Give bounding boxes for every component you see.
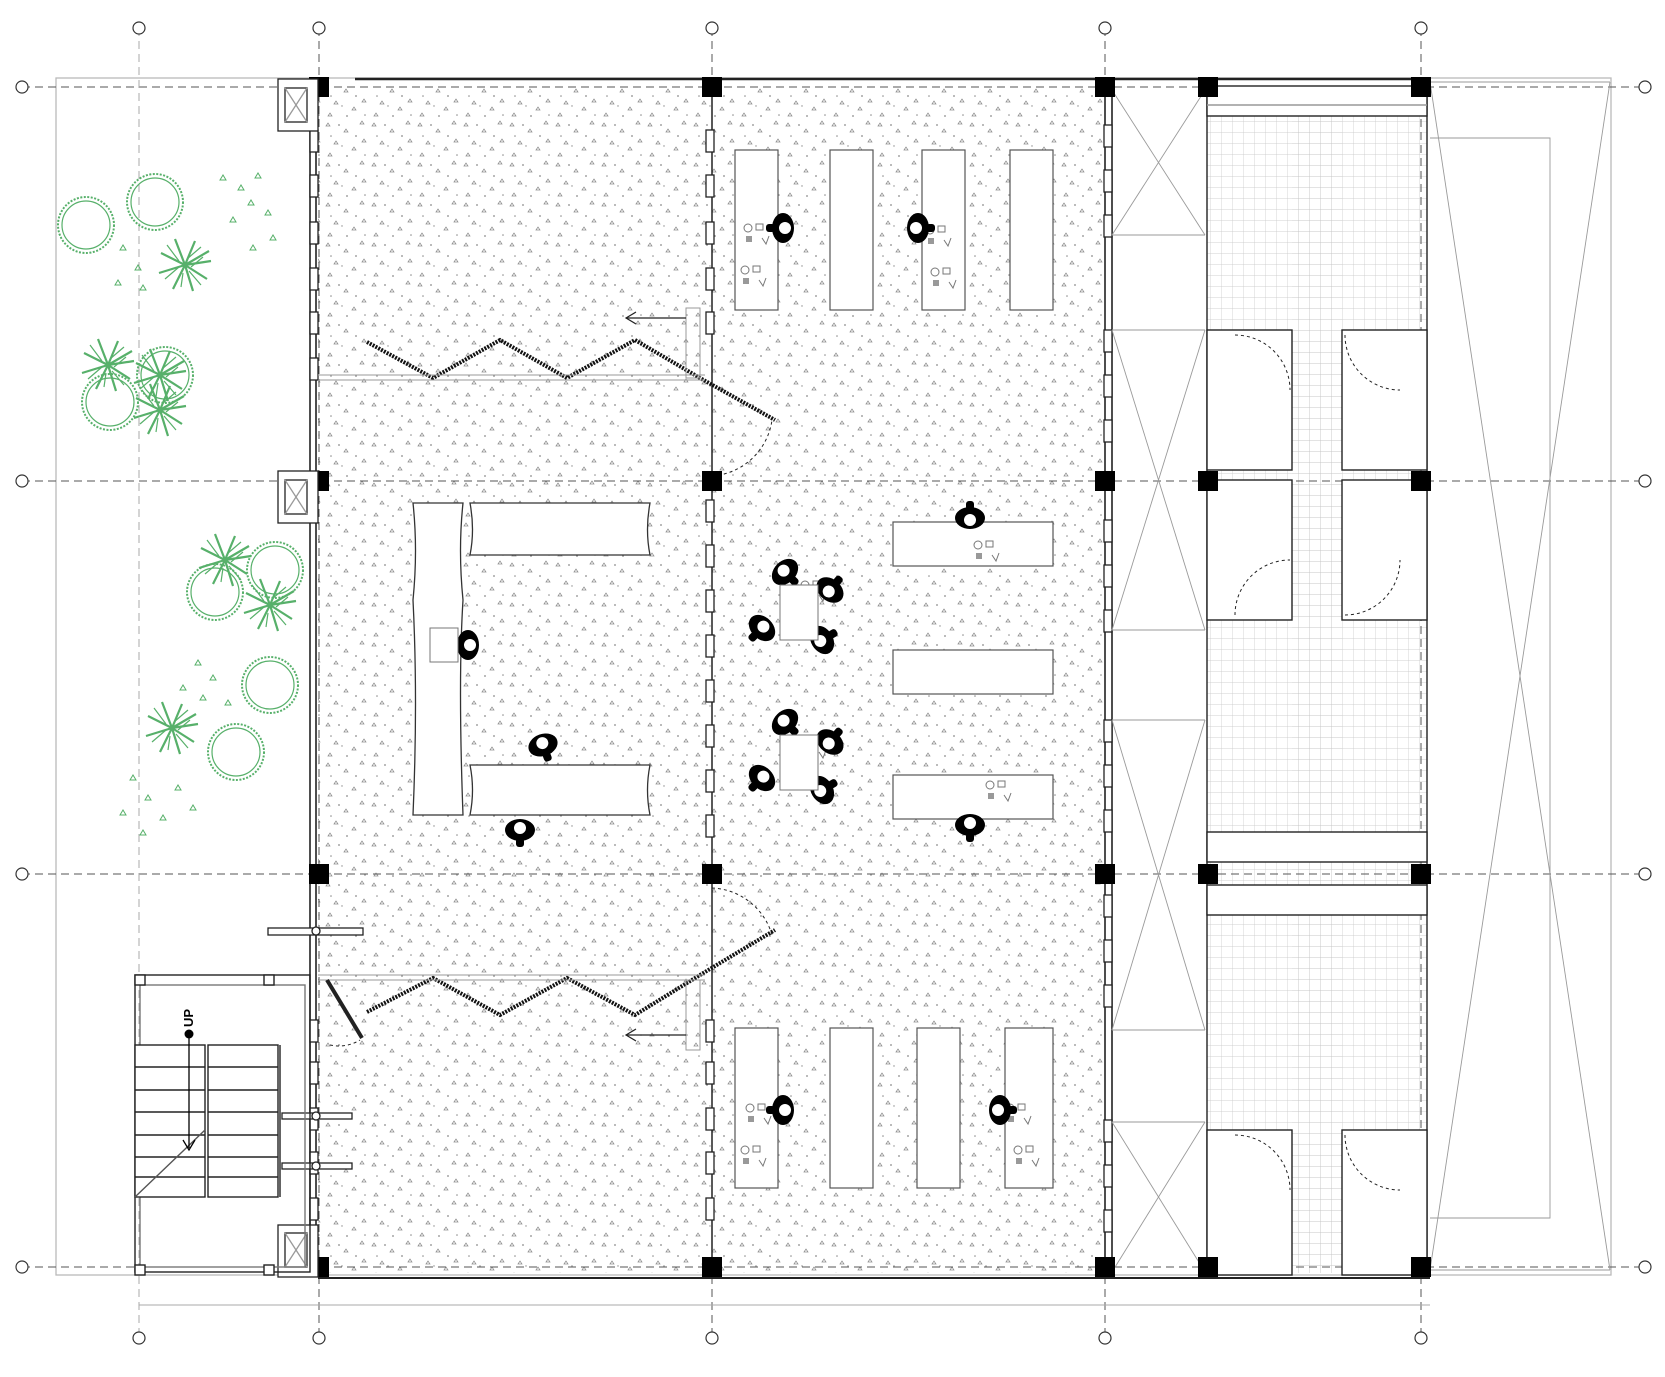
staircase [134, 974, 311, 1276]
void-bracing [1111, 89, 1206, 1273]
workbenches-center [892, 521, 1054, 820]
right-void [1429, 81, 1611, 1271]
stair-arrow-icon [182, 1029, 196, 1152]
grid-bubbles [15, 21, 1652, 1345]
landscaping [57, 172, 304, 836]
stair-up-label: UP [181, 1009, 196, 1027]
round-tables [429, 584, 819, 791]
service-shafts [277, 78, 319, 1278]
sliding-arrows [624, 311, 686, 1042]
wall-stubs [267, 926, 364, 1171]
central-partition [705, 86, 715, 1275]
partition-tracks [318, 307, 705, 1051]
tiled-corridor [1207, 90, 1427, 1273]
door-swings [329, 334, 1401, 1191]
right-facade-mullions [1103, 124, 1113, 1233]
corridor-walls [1206, 85, 1428, 1275]
corridor-rooms [1206, 329, 1428, 1276]
